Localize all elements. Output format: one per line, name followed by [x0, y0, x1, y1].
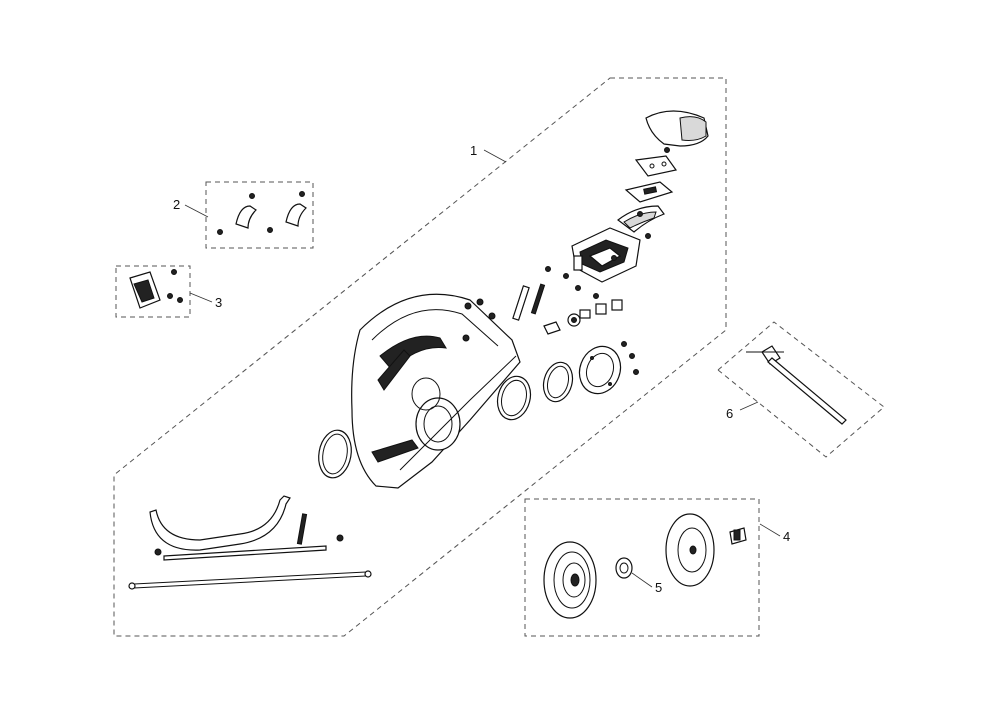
callout-2: 2	[173, 197, 180, 212]
pin-black	[530, 283, 546, 315]
wrench-tool	[746, 345, 847, 425]
handle-plate	[634, 155, 678, 177]
o-ring-1	[542, 361, 574, 403]
flange-inner	[665, 513, 715, 587]
water-hose	[149, 495, 291, 551]
screws-housing	[545, 211, 651, 375]
clamp-pair	[217, 191, 307, 235]
washer	[615, 557, 633, 579]
adjust-knob	[543, 299, 623, 335]
leader-2	[184, 204, 209, 218]
retainer-plate	[578, 345, 622, 395]
callout-6: 6	[726, 406, 733, 421]
flange-outer	[543, 541, 597, 619]
leader-4	[759, 523, 781, 537]
callout-1: 1	[470, 143, 477, 158]
screw-small	[664, 147, 670, 153]
group-2-outline	[205, 181, 314, 249]
callout-5: 5	[655, 580, 662, 595]
o-ring-2	[496, 375, 532, 421]
pin-hose	[296, 513, 308, 545]
leader-6	[739, 401, 759, 411]
trigger-lever	[617, 205, 665, 233]
leader-5	[631, 572, 653, 588]
rod-2	[128, 570, 372, 590]
switch-block	[129, 269, 183, 309]
group-1-outline	[113, 77, 727, 637]
pin-white	[512, 285, 530, 321]
rod-1	[154, 534, 344, 561]
handle-housing	[571, 227, 641, 283]
group-4-outline	[524, 498, 760, 637]
group-3-outline	[115, 265, 191, 318]
callout-3: 3	[215, 295, 222, 310]
blade-guard	[351, 293, 521, 489]
leader-1	[483, 149, 507, 163]
handle-bracket	[624, 181, 674, 203]
handle-cover	[645, 110, 709, 147]
leader-3	[189, 292, 213, 303]
bolt	[729, 527, 747, 545]
o-ring-3	[318, 429, 352, 479]
callout-4: 4	[783, 529, 790, 544]
group-6-outline	[717, 321, 885, 458]
